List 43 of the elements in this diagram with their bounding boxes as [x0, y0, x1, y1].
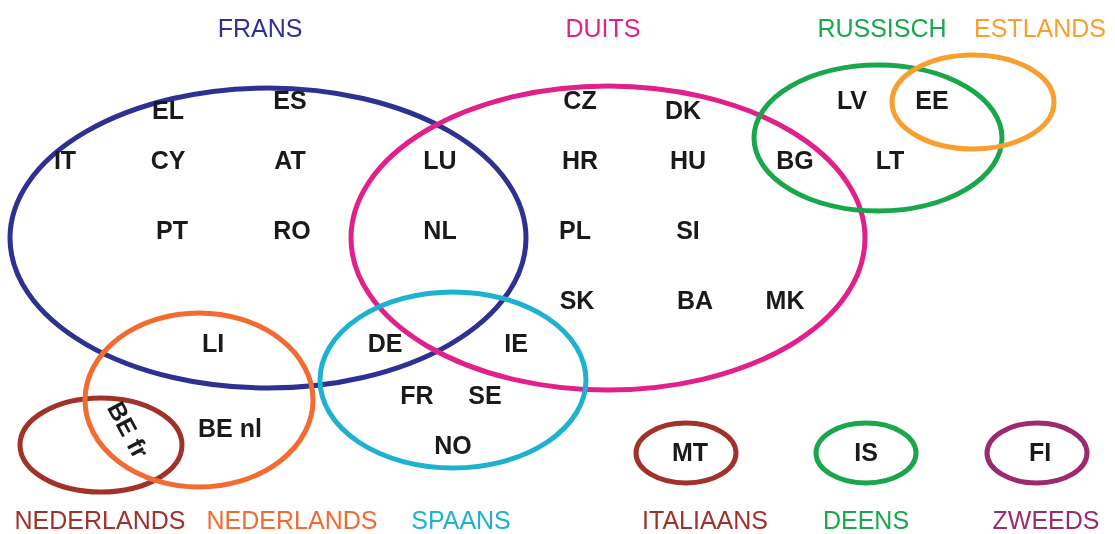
- country-code: MK: [765, 287, 805, 313]
- country-code: MT: [671, 439, 709, 465]
- country-code: FR: [400, 382, 434, 408]
- country-code: BE fr: [102, 397, 154, 463]
- country-code: HU: [669, 147, 707, 173]
- set-label: FRANS: [217, 15, 303, 41]
- country-code: CY: [150, 147, 186, 173]
- country-code: EL: [152, 97, 184, 123]
- country-code: AT: [274, 147, 306, 173]
- country-code: BA: [676, 287, 714, 313]
- country-code: SK: [559, 287, 595, 313]
- country-code: LU: [423, 147, 457, 173]
- country-code: LT: [875, 147, 905, 173]
- country-code: PT: [156, 217, 188, 243]
- country-code: DE: [367, 330, 403, 356]
- country-code: LI: [201, 330, 225, 356]
- country-code: DK: [664, 97, 702, 123]
- country-code: FI: [1028, 439, 1052, 465]
- country-code: HR: [561, 147, 599, 173]
- country-code: IT: [53, 147, 77, 173]
- country-code: ES: [273, 87, 307, 113]
- set-label: ZWEEDS: [992, 507, 1100, 533]
- country-code: LV: [836, 87, 868, 113]
- set-label: NEDERLANDS: [14, 507, 186, 533]
- country-code: IE: [504, 330, 528, 356]
- country-code: CZ: [563, 87, 597, 113]
- country-code: NO: [434, 432, 472, 458]
- set-label: RUSSISCH: [817, 15, 947, 41]
- set-label: DEENS: [822, 507, 910, 533]
- set-label: SPAANS: [411, 507, 511, 533]
- country-code: EE: [915, 87, 949, 113]
- country-code: BE nl: [198, 415, 262, 441]
- country-code: NL: [423, 217, 457, 243]
- country-code: RO: [273, 217, 311, 243]
- set-label: DUITS: [565, 15, 641, 41]
- set-label: NEDERLANDS: [206, 507, 378, 533]
- country-code: SE: [468, 382, 502, 408]
- set-label: ITALIAANS: [642, 507, 768, 533]
- country-code: IS: [854, 439, 878, 465]
- country-code: PL: [559, 217, 591, 243]
- country-code: BG: [776, 147, 814, 173]
- country-code: SI: [676, 217, 700, 243]
- set-label: ESTLANDS: [974, 15, 1106, 41]
